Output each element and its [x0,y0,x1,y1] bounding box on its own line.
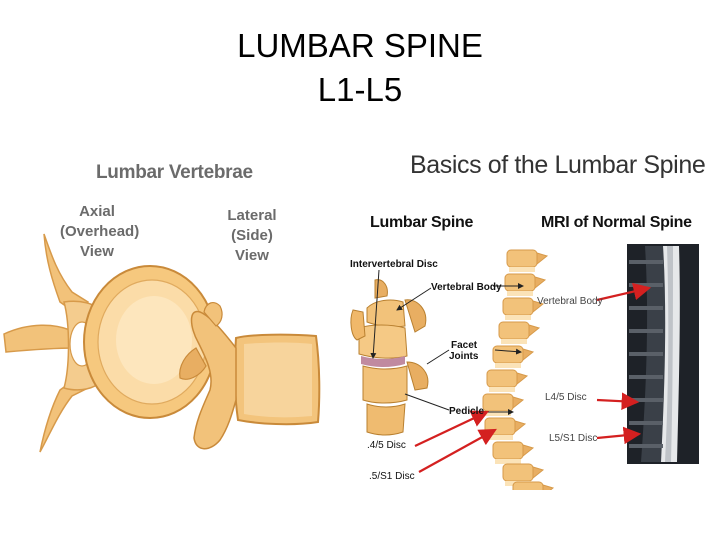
spinous-process [542,484,555,490]
mri-image [627,244,699,464]
spine-disc [509,267,535,272]
label-l5s1-disc: .5/S1 Disc [369,471,415,482]
mri-disc-band [629,306,663,310]
spinous-process [534,276,547,290]
lumbar-vertebrae-heading: Lumbar Vertebrae [96,162,253,183]
spine-vertebra [498,321,541,344]
mri-disc-band [629,283,663,287]
axial-caption-line-3: View [80,243,114,260]
label-mri-l45-disc: L4/5 Disc [545,392,587,403]
spinous-process [532,300,545,314]
spinous-process [522,348,535,362]
label-pedicle: Pedicle [449,406,485,417]
mri-disc-band [629,329,663,333]
axial-view-caption: Axial (Overhead) View [60,202,140,262]
spinous-process [512,396,525,410]
label-l45-disc: .4/5 Disc [367,440,406,451]
lateral-caption-line-3: View [235,247,269,264]
title-line-2: L1-L5 [317,71,403,108]
spine-disc [495,459,521,464]
spine-vertebra [482,393,525,416]
lateral-caption-line-2: (Side) [231,227,273,244]
vertebra-closeup-drawing [350,279,429,436]
mri-disc-band [629,444,663,448]
mri-disc-band [629,352,663,356]
spine-disc [489,387,515,392]
spinous-process [516,372,529,386]
spine-vertebra [506,249,549,272]
lateral-vertebra-drawing [179,302,321,450]
label-vertebral-body: Vertebral Body [431,282,502,293]
vertebral-body-block [498,321,530,340]
vertebrae-illustration [3,233,321,453]
vertebral-body-block [512,481,544,490]
mri-subheading: MRI of Normal Spine [541,214,692,231]
mri-disc-band [629,398,663,402]
axial-vertebra-drawing [3,233,217,453]
lumbar-spine-column [482,249,555,490]
vertebral-body-block [506,249,538,268]
spinous-process [522,444,535,458]
basics-lumbar-spine-figure: Basics of the Lumbar Spine Lumbar Spine … [345,150,710,490]
spine-disc [495,363,521,368]
mri-disc-band [629,375,663,379]
lateral-view-caption: Lateral (Side) View [222,206,282,266]
vertebral-body-block [486,369,518,388]
mri-disc-band [629,260,663,264]
label-intervertebral-disc: Intervertebral Disc [350,259,438,270]
vertebral-body-block [492,345,524,364]
spine-vertebra [484,417,527,440]
lateral-caption-line-1: Lateral [227,207,277,224]
lumbar-vertebrae-figure: Lumbar Vertebrae Axial (Overhead) View L… [0,152,330,482]
spine-vertebra [504,273,547,296]
spine-disc [485,411,511,416]
spine-disc [507,291,533,296]
spine-vertebra [492,345,535,368]
label-facet: Facet [451,340,478,351]
vertebral-body-block [482,393,514,412]
vertebral-body-block [492,441,524,460]
slide-title: LUMBAR SPINE L1-L5 [0,24,720,112]
axial-caption-line-2: (Overhead) [60,223,140,240]
red-arrows [414,282,652,473]
spine-vertebra [486,369,529,392]
spine-disc [505,315,531,320]
spine-disc [501,339,527,344]
title-line-1: LUMBAR SPINE [237,27,483,64]
vertebral-body-block [502,297,534,316]
spinous-process [514,420,527,434]
spinous-process [532,466,545,480]
label-mri-l5s1-disc: L5/S1 Disc [549,433,598,444]
spinous-process [536,252,549,266]
lumbar-spine-illustration [350,244,699,490]
vertebral-body-block [502,463,534,482]
mri-disc-band [629,421,663,425]
spine-vertebra [492,441,535,464]
basics-heading: Basics of the Lumbar Spine [410,151,706,179]
spinous-process [528,324,541,338]
spine-disc [487,435,513,440]
spine-vertebra [512,481,555,490]
label-mri-vertebral-body: Vertebral Body [537,296,603,307]
axial-caption-line-1: Axial [79,203,115,220]
spine-vertebra [502,297,545,320]
label-joints: Joints [449,351,479,362]
lumbar-spine-subheading: Lumbar Spine [370,214,474,231]
vertebral-body-block [504,273,536,292]
